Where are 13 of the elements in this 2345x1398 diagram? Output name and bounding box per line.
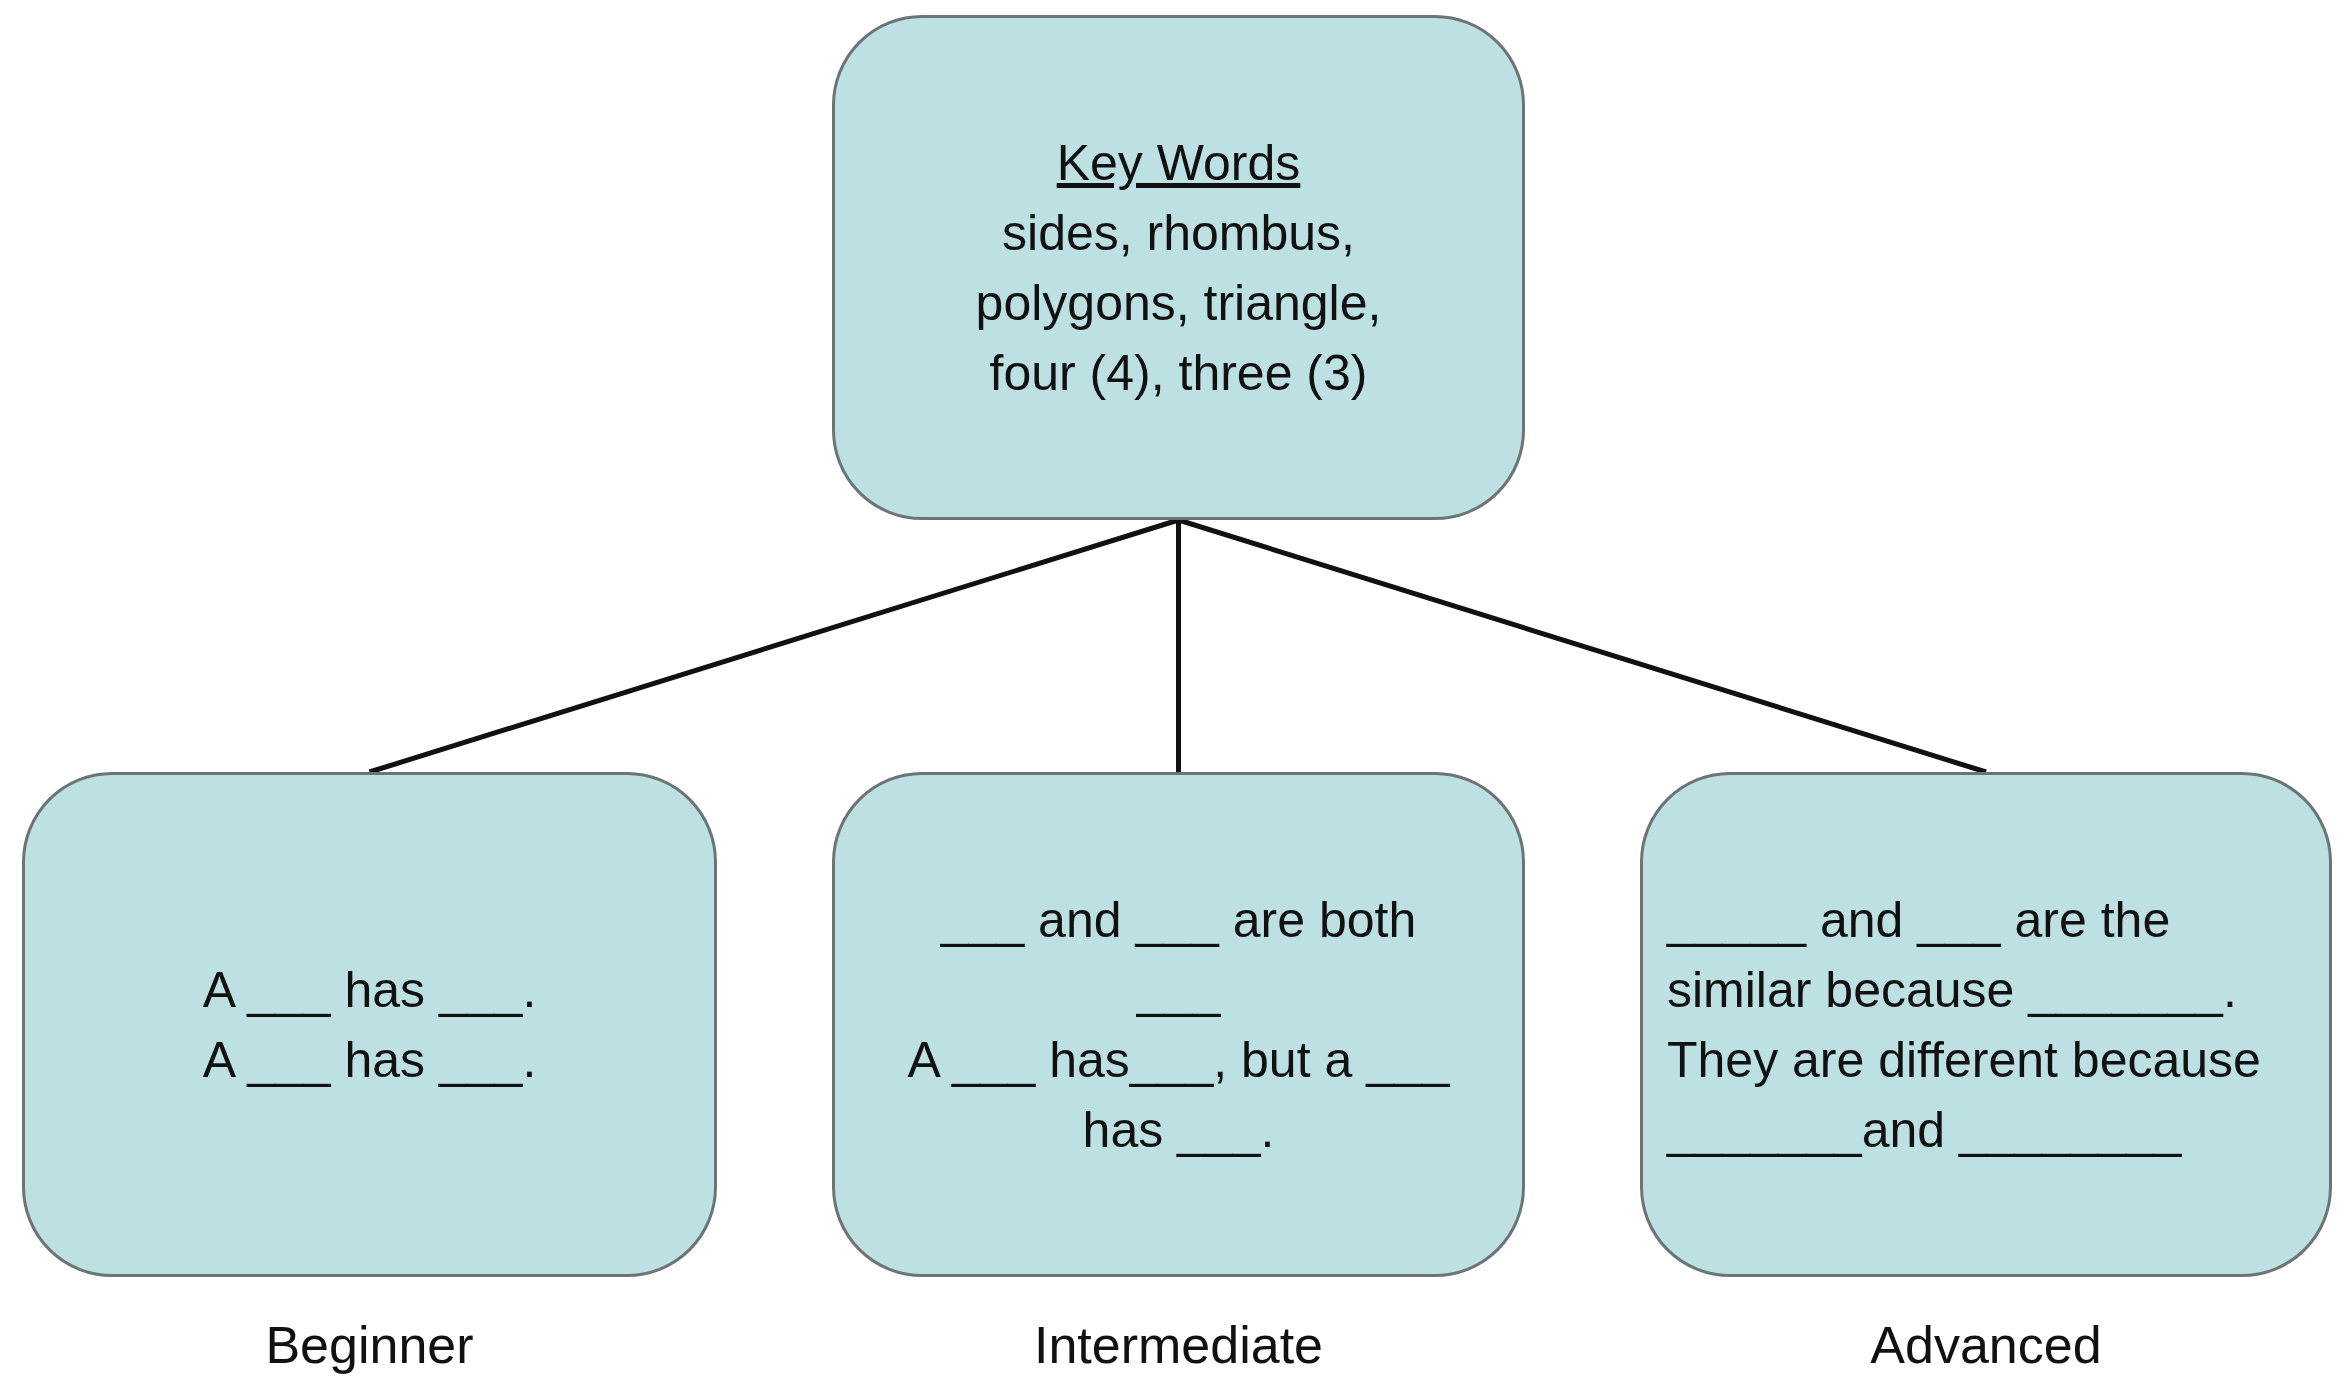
box-text: _____ and ___ are the similar because _______. <box>1667 890 2238 1020</box>
box-text: A ___ has ___. <box>201 960 538 1020</box>
box-text: A ___ has ___. <box>201 1030 538 1090</box>
level-label: Intermediate <box>1032 1315 1324 1376</box>
connector-line <box>1176 520 1181 772</box>
level-label: Advanced <box>1869 1315 2103 1376</box>
box-text: They are different because _______and ________ <box>1667 1030 2262 1160</box>
box-text: sides, rhombus, polygons, triangle, four (4), three (3) <box>974 203 1383 403</box>
rounded-box <box>832 15 1525 520</box>
box-text: ___ and ___ are both ___ <box>939 890 1418 1020</box>
box-text: A ___ has___, but a ___ has ___. <box>906 1030 1451 1160</box>
box-heading: Key Words <box>1055 133 1302 193</box>
level-label: Beginner <box>264 1315 475 1376</box>
